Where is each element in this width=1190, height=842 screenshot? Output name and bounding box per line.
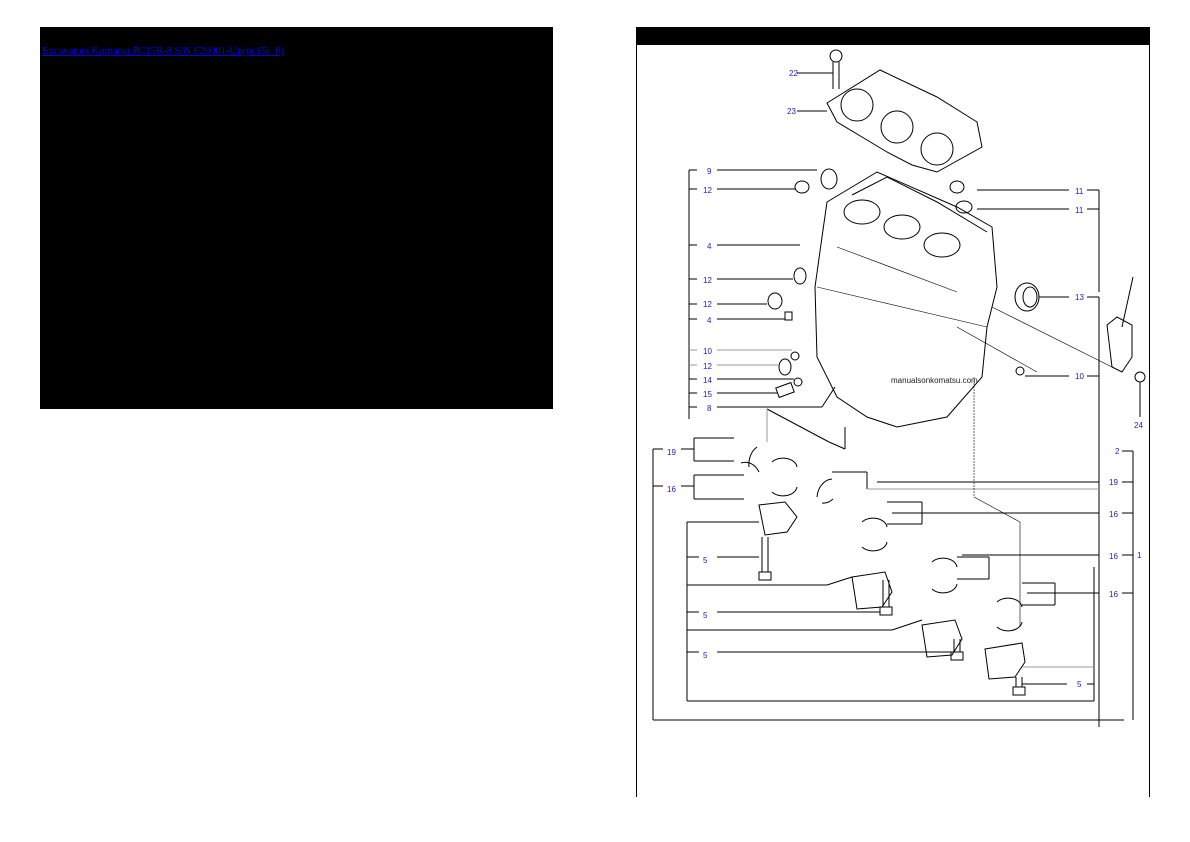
callout-5[interactable]: 5 [703, 556, 708, 565]
callout-12[interactable]: 12 [703, 186, 712, 195]
callout-16[interactable]: 16 [667, 485, 676, 494]
callout-16[interactable]: 16 [1109, 510, 1118, 519]
bearing-shell-icon [771, 457, 798, 468]
bolt-head-icon [829, 49, 843, 63]
callout-12[interactable]: 12 [703, 276, 712, 285]
callout-16[interactable]: 16 [1109, 590, 1118, 599]
watermark-text: manualsonkomatsu.com [891, 376, 978, 385]
callout-19[interactable]: 19 [667, 448, 676, 457]
callout-5[interactable]: 5 [703, 611, 708, 620]
callout-10[interactable]: 10 [1075, 372, 1084, 381]
callout-9[interactable]: 9 [707, 167, 712, 176]
thrust-washer-icon [748, 446, 758, 468]
callout-19[interactable]: 19 [1109, 478, 1118, 487]
callout-11[interactable]: 11 [1075, 206, 1084, 215]
parts-diagram-panel: manualsonkomatsu.com 22 23 9 12 11 11 4 … [636, 27, 1150, 797]
head-gasket-icon [826, 69, 983, 173]
callout-10[interactable]: 10 [703, 347, 712, 356]
callout-22[interactable]: 22 [789, 69, 798, 78]
callout-14[interactable]: 14 [703, 376, 712, 385]
cylinder-block-icon [814, 171, 998, 428]
callout-5[interactable]: 5 [703, 651, 708, 660]
callout-4[interactable]: 4 [707, 316, 712, 325]
callout-13[interactable]: 13 [1075, 293, 1084, 302]
callout-15[interactable]: 15 [703, 390, 712, 399]
breadcrumb-category-link[interactable]: Excavators Komatsu [42, 45, 130, 57]
callout-23[interactable]: 23 [787, 107, 796, 116]
callout-12[interactable]: 12 [703, 362, 712, 371]
bearing-cap-icon [758, 501, 798, 536]
callout-2[interactable]: 2 [1115, 447, 1120, 456]
callout-4[interactable]: 4 [707, 242, 712, 251]
callout-1[interactable]: 1 [1137, 551, 1142, 560]
breadcrumb-model-link[interactable]: PC15R-8 S/N F20001-Up(pc15r_8) [132, 45, 284, 57]
callout-16[interactable]: 16 [1109, 552, 1118, 561]
oil-seal-icon [1014, 282, 1040, 312]
cover-plate-icon [1106, 316, 1133, 373]
callout-8[interactable]: 8 [707, 404, 712, 413]
callout-24[interactable]: 24 [1134, 421, 1143, 430]
callout-labels: 22 23 9 12 11 11 4 12 13 12 4 10 12 10 1… [667, 69, 1143, 689]
document-title-panel: Excavators Komatsu PC15R-8 S/N F20001-Up… [40, 27, 553, 409]
callout-12[interactable]: 12 [703, 300, 712, 309]
callout-5[interactable]: 5 [1077, 680, 1082, 689]
breadcrumb-link[interactable]: Excavators Komatsu PC15R-8 S/N F20001-Up… [42, 45, 284, 57]
callout-11[interactable]: 11 [1075, 187, 1084, 196]
diagram-header-bar [637, 27, 1149, 45]
cylinder-block-exploded-diagram: manualsonkomatsu.com 22 23 9 12 11 11 4 … [652, 49, 1146, 727]
